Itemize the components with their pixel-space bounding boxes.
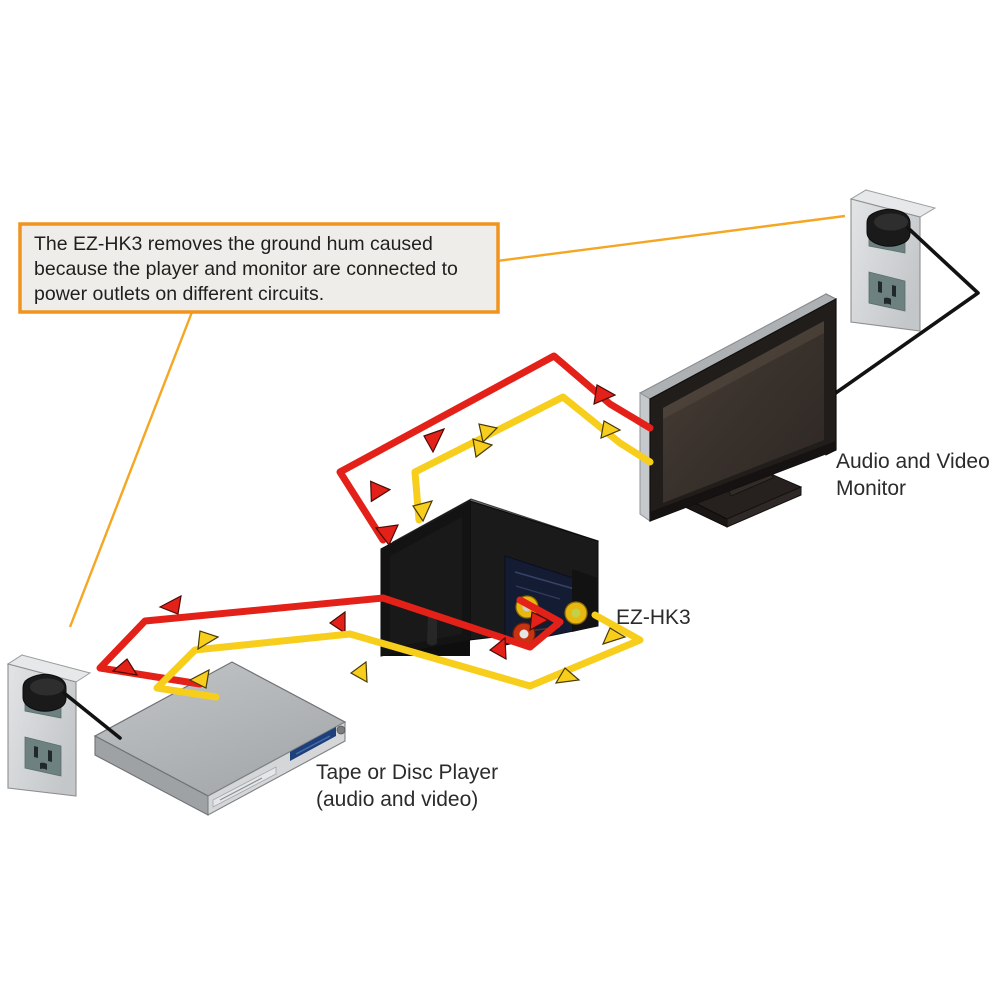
ez-hk3-label: EZ-HK3 (616, 606, 691, 629)
socket-slot (878, 281, 882, 293)
socket-ground-hole (40, 762, 47, 770)
callout-line-3: power outlets on different circuits. (34, 283, 324, 305)
cable-arrow (158, 594, 182, 615)
player-label-line-2: (audio and video) (316, 788, 478, 811)
ez-hk3-hum-eliminator (380, 498, 600, 657)
callout-leader-lines (68, 214, 846, 628)
socket-ground-hole (884, 297, 891, 305)
cable-arrow (349, 660, 368, 684)
tape-or-disc-player (93, 661, 347, 816)
yellow-video-cable-upper (411, 393, 654, 524)
socket-slot (34, 746, 38, 758)
power-cord-lower (62, 691, 122, 740)
cable-arrow (370, 480, 392, 503)
cable-arrow (328, 610, 346, 635)
red-audio-cable-lower (96, 594, 564, 688)
audio-and-video-monitor (638, 293, 838, 528)
cable-arrow (412, 500, 434, 523)
monitor-label-line-2: Monitor (836, 477, 906, 500)
cable-arrow (478, 423, 499, 444)
cable-arrow (488, 636, 507, 661)
callout-line-2: because the player and monitor are conne… (34, 258, 458, 280)
cable-arrow (423, 427, 446, 454)
monitor-label-line-1: Audio and Video (836, 450, 990, 473)
callout-line-1: The EZ-HK3 removes the ground hum caused (34, 233, 433, 255)
cable-arrow (554, 667, 581, 684)
cable-arrow (111, 658, 139, 676)
yellow-video-cable-lower (153, 611, 644, 701)
wall-outlet-lower-left (6, 654, 92, 797)
cable-arrow (374, 524, 399, 547)
cable-arrow (593, 384, 617, 405)
power-cord-upper (818, 226, 980, 406)
leader-line-to-lower-outlet (68, 311, 194, 628)
cable-arrow (601, 627, 627, 645)
player-label-line-1: Tape or Disc Player (316, 761, 498, 784)
player-display (290, 727, 336, 761)
cable-arrow (188, 668, 210, 689)
cable-arrow (529, 611, 550, 632)
leader-line-to-upper-outlet (496, 214, 846, 263)
socket-slot (892, 285, 896, 297)
cable-arrow (600, 420, 622, 439)
red-audio-cable-upper (336, 352, 654, 547)
player-knob (336, 725, 346, 735)
explanatory-callout: The EZ-HK3 removes the ground hum caused… (18, 222, 500, 314)
socket-slot (48, 750, 52, 762)
cable-arrow (197, 630, 220, 651)
wall-outlet-upper-right (849, 189, 937, 332)
